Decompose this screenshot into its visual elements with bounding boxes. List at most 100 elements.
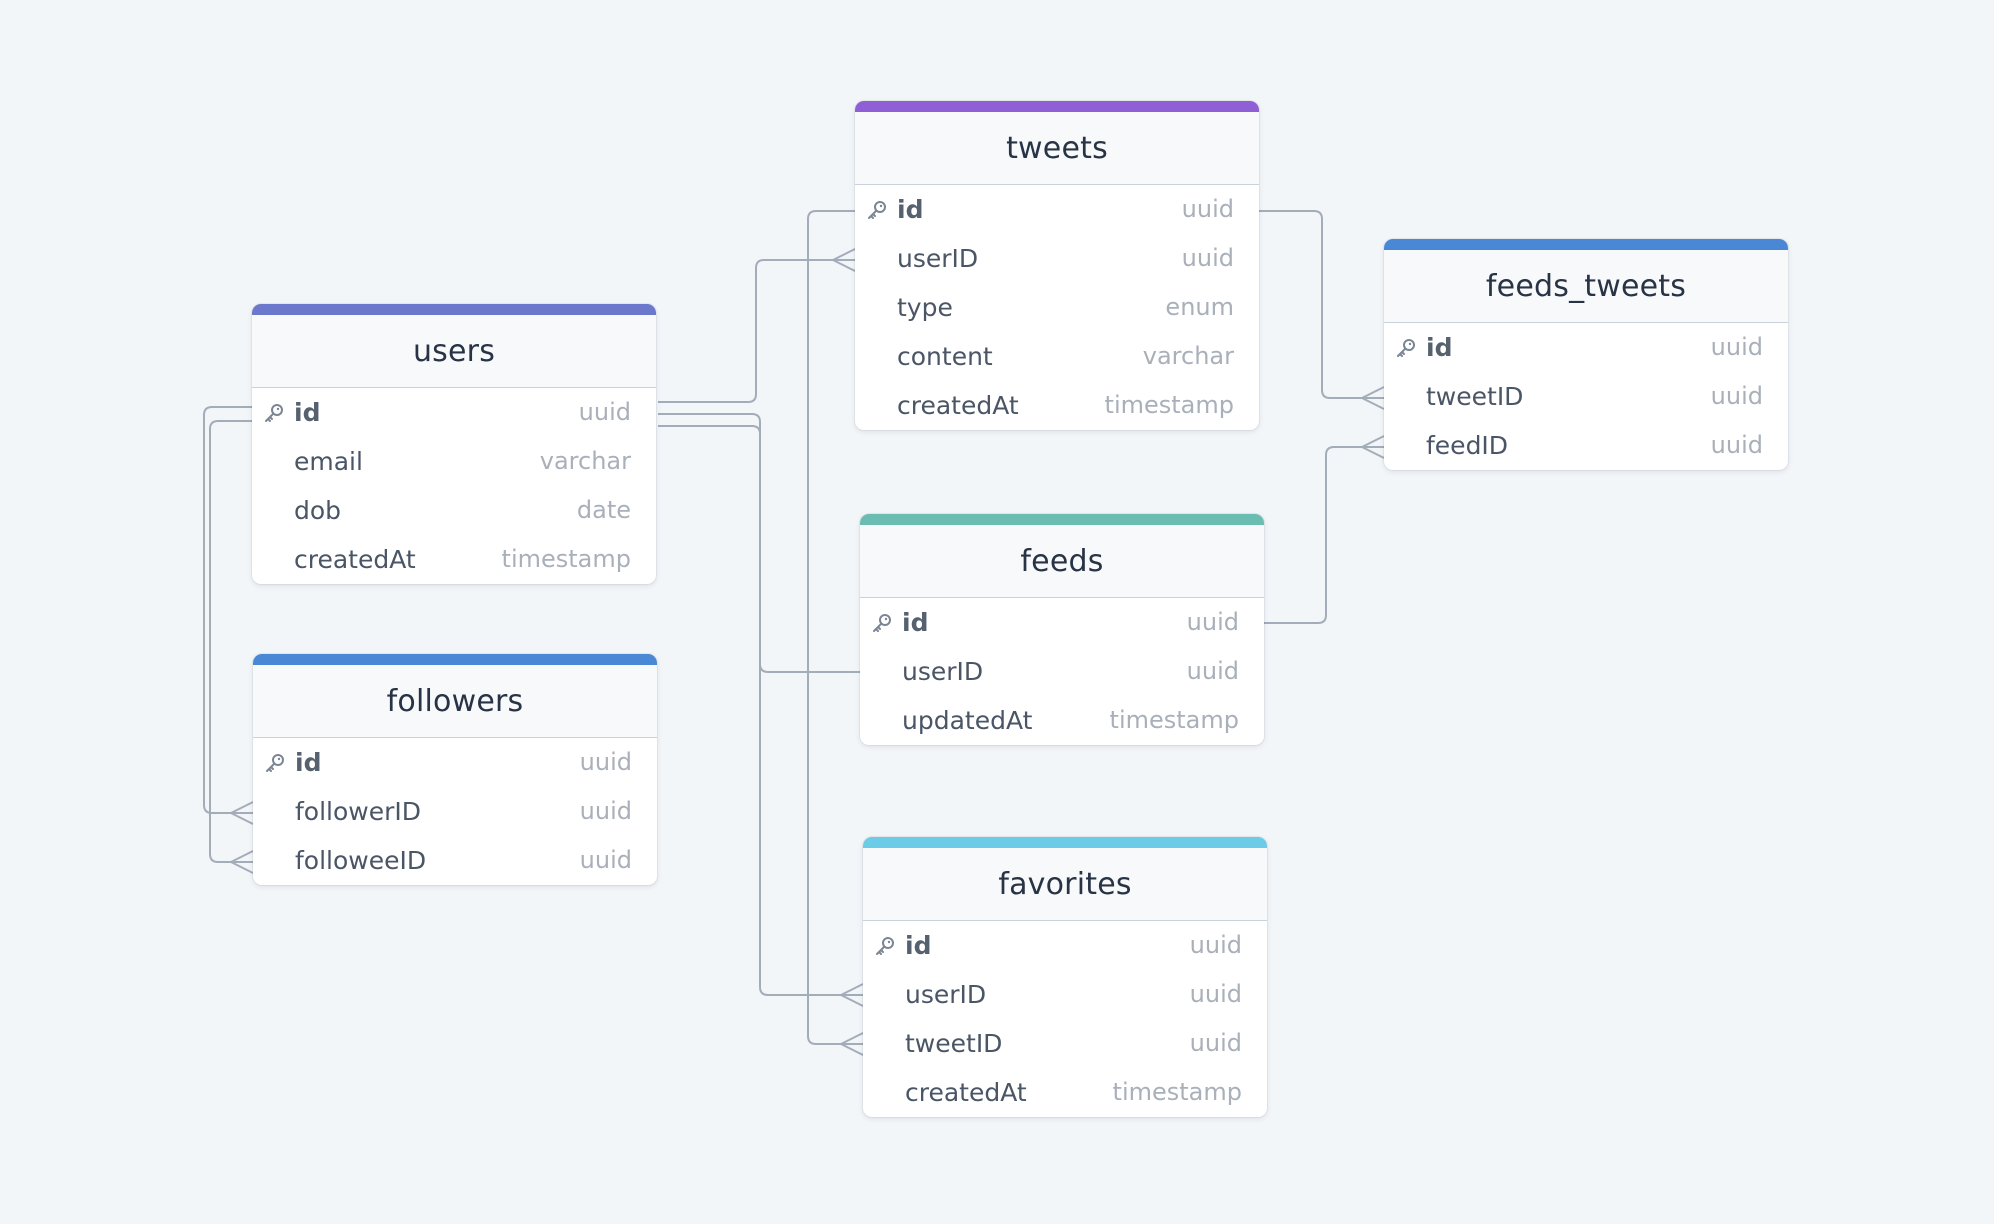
- column-name: userID: [897, 244, 979, 273]
- column-type: varchar: [539, 447, 631, 475]
- table-title[interactable]: feeds: [860, 525, 1264, 598]
- column-row-createdAt[interactable]: createdAt timestamp: [252, 535, 656, 584]
- column-type: uuid: [1181, 195, 1234, 223]
- edge-users-followeeID: [209, 420, 253, 863]
- column-name: createdAt: [905, 1078, 1027, 1107]
- column-name: createdAt: [897, 391, 1019, 420]
- table-title[interactable]: favorites: [863, 848, 1267, 921]
- table-color-bar: [863, 837, 1267, 848]
- column-type: uuid: [579, 846, 632, 874]
- column-type: timestamp: [1109, 706, 1239, 734]
- column-name: feedID: [1426, 431, 1509, 460]
- column-type: varchar: [1142, 342, 1234, 370]
- table-title[interactable]: users: [252, 315, 656, 388]
- table-title[interactable]: tweets: [855, 112, 1259, 185]
- column-row-email[interactable]: email varchar: [252, 437, 656, 486]
- table-color-bar: [1384, 239, 1788, 250]
- column-row-tweetID[interactable]: tweetID uuid: [863, 1019, 1267, 1068]
- column-type: uuid: [1189, 980, 1242, 1008]
- column-name: email: [294, 447, 363, 476]
- primary-key-icon: [865, 198, 889, 222]
- column-row-id[interactable]: id uuid: [252, 388, 656, 437]
- table-color-bar: [252, 304, 656, 315]
- column-type: uuid: [1710, 431, 1763, 459]
- column-name: followerID: [295, 797, 422, 826]
- column-type: enum: [1165, 293, 1234, 321]
- crow-foot-favorites-userID: [840, 983, 864, 1007]
- column-name: type: [897, 293, 953, 322]
- edge-feeds-feeds-tweets: [1264, 446, 1384, 624]
- crow-foot-feeds-tweets-feedID: [1361, 435, 1385, 459]
- column-name: userID: [905, 980, 987, 1009]
- crow-foot-tweets-userID: [832, 248, 856, 272]
- column-type: uuid: [578, 398, 631, 426]
- column-name: dob: [294, 496, 342, 525]
- column-row-dob[interactable]: dob date: [252, 486, 656, 535]
- column-row-id[interactable]: id uuid: [863, 921, 1267, 970]
- table-favorites[interactable]: favorites id uuid userID uuid tweetID uuid crea…: [863, 837, 1267, 1117]
- column-row-tweetID[interactable]: tweetID uuid: [1384, 372, 1788, 421]
- edge-tweets-feeds-tweets: [1259, 210, 1384, 399]
- edge-users-followerID: [203, 406, 253, 814]
- column-name: tweetID: [1426, 382, 1524, 411]
- column-row-followeeID[interactable]: followeeID uuid: [253, 836, 657, 885]
- column-type: uuid: [1189, 931, 1242, 959]
- column-name: tweetID: [905, 1029, 1003, 1058]
- column-row-userID[interactable]: userID uuid: [855, 234, 1259, 283]
- crow-foot-favorites-tweetID: [840, 1032, 864, 1056]
- column-row-followerID[interactable]: followerID uuid: [253, 787, 657, 836]
- column-name: id: [295, 748, 322, 777]
- column-row-feedID[interactable]: feedID uuid: [1384, 421, 1788, 470]
- column-name: followeeID: [295, 846, 427, 875]
- column-name: id: [905, 931, 932, 960]
- column-type: timestamp: [1104, 391, 1234, 419]
- primary-key-icon: [873, 934, 897, 958]
- column-row-id[interactable]: id uuid: [253, 738, 657, 787]
- column-type: uuid: [1186, 657, 1239, 685]
- table-color-bar: [855, 101, 1259, 112]
- table-color-bar: [860, 514, 1264, 525]
- column-row-id[interactable]: id uuid: [1384, 323, 1788, 372]
- table-followers[interactable]: followers id uuid followerID uuid followeeID u…: [253, 654, 657, 885]
- edge-users-tweets: [658, 259, 855, 403]
- column-type: uuid: [1189, 1029, 1242, 1057]
- column-row-userID[interactable]: userID uuid: [863, 970, 1267, 1019]
- column-type: uuid: [579, 797, 632, 825]
- column-type: uuid: [1181, 244, 1234, 272]
- column-name: createdAt: [294, 545, 416, 574]
- primary-key-icon: [262, 401, 286, 425]
- column-name: id: [897, 195, 924, 224]
- column-name: updatedAt: [902, 706, 1033, 735]
- primary-key-icon: [263, 751, 287, 775]
- column-type: timestamp: [501, 545, 631, 573]
- column-type: uuid: [1186, 608, 1239, 636]
- column-type: uuid: [1710, 382, 1763, 410]
- column-row-updatedAt[interactable]: updatedAt timestamp: [860, 696, 1264, 745]
- table-users[interactable]: users id uuid email varchar dob date createdAt t…: [252, 304, 656, 584]
- column-row-type[interactable]: type enum: [855, 283, 1259, 332]
- column-name: id: [902, 608, 929, 637]
- column-type: uuid: [579, 748, 632, 776]
- crow-foot-followers-followeeID: [230, 850, 254, 874]
- column-type: date: [576, 496, 631, 524]
- primary-key-icon: [1394, 336, 1418, 360]
- crow-foot-followers-followerID: [230, 801, 254, 825]
- column-type: uuid: [1710, 333, 1763, 361]
- column-name: id: [1426, 333, 1453, 362]
- column-name: id: [294, 398, 321, 427]
- column-row-id[interactable]: id uuid: [860, 598, 1264, 647]
- primary-key-icon: [870, 611, 894, 635]
- crow-foot-feeds-tweets-tweetID: [1361, 386, 1385, 410]
- table-color-bar: [253, 654, 657, 665]
- table-title[interactable]: feeds_tweets: [1384, 250, 1788, 323]
- column-row-id[interactable]: id uuid: [855, 185, 1259, 234]
- column-row-createdAt[interactable]: createdAt timestamp: [855, 381, 1259, 430]
- table-title[interactable]: followers: [253, 665, 657, 738]
